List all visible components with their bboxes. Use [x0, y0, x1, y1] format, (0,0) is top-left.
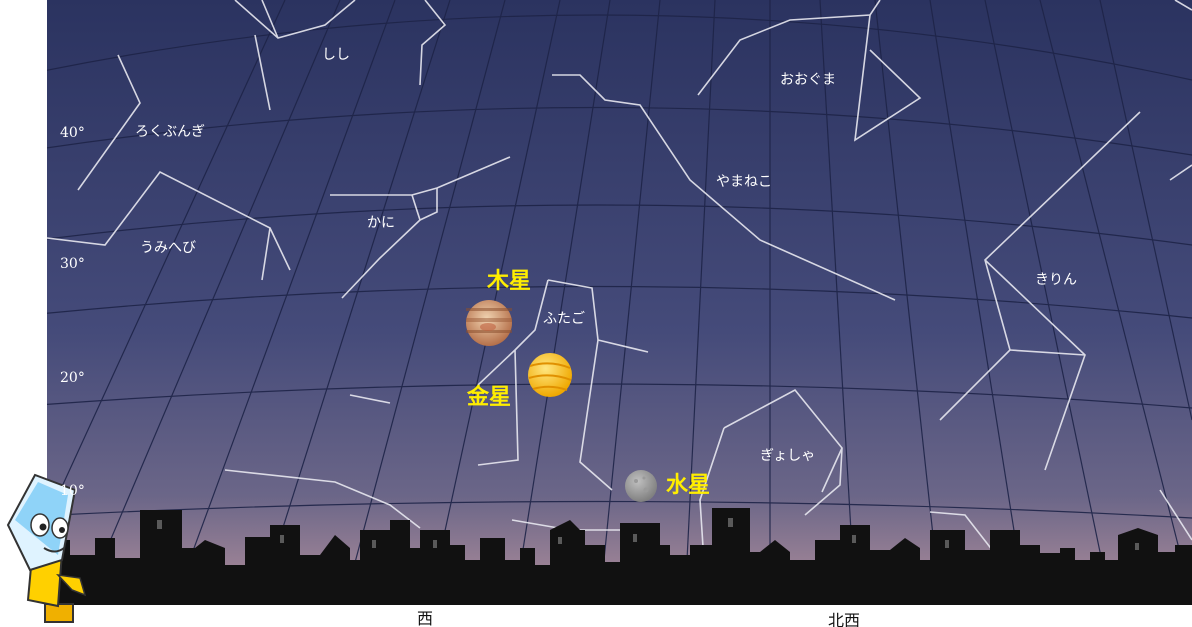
direction-label-west: 西 [417, 609, 433, 627]
venus-planet [528, 353, 572, 397]
telescope-mascot [6, 473, 87, 623]
constellation-label-umihebi: うみへび [140, 240, 196, 256]
city-silhouette [47, 508, 1192, 605]
direction-label-northwest: 北西 [828, 611, 860, 627]
jupiter-label: 木星 [486, 269, 531, 294]
constellation-lines [47, 0, 1192, 579]
mercury-planet [625, 470, 657, 502]
altitude-label-10: 10° [60, 483, 85, 499]
coordinate-grid [47, 0, 1192, 601]
constellation-label-ookuma: おおぐま [780, 72, 836, 88]
altitude-label-30: 30° [60, 256, 85, 272]
venus-label: 金星 [466, 384, 511, 410]
constellation-label-kirin: きりん [1035, 272, 1077, 288]
constellation-label-yamaneko: やまねこ [716, 174, 772, 190]
constellation-label-futago: ふたご [543, 311, 585, 327]
constellation-label-kani: かに [367, 215, 395, 231]
constellation-label-shishi: しし [322, 47, 350, 63]
jupiter-planet [466, 300, 512, 346]
constellation-label-rokubungi: ろくぶんぎ [135, 124, 205, 140]
window-lights [157, 518, 1139, 550]
sky-background [47, 0, 1192, 605]
altitude-label-20: 20° [60, 370, 85, 386]
mercury-label: 水星 [666, 473, 710, 498]
constellation-label-gyosha: ぎょしゃ [760, 448, 815, 464]
altitude-label-40: 40° [60, 125, 85, 141]
